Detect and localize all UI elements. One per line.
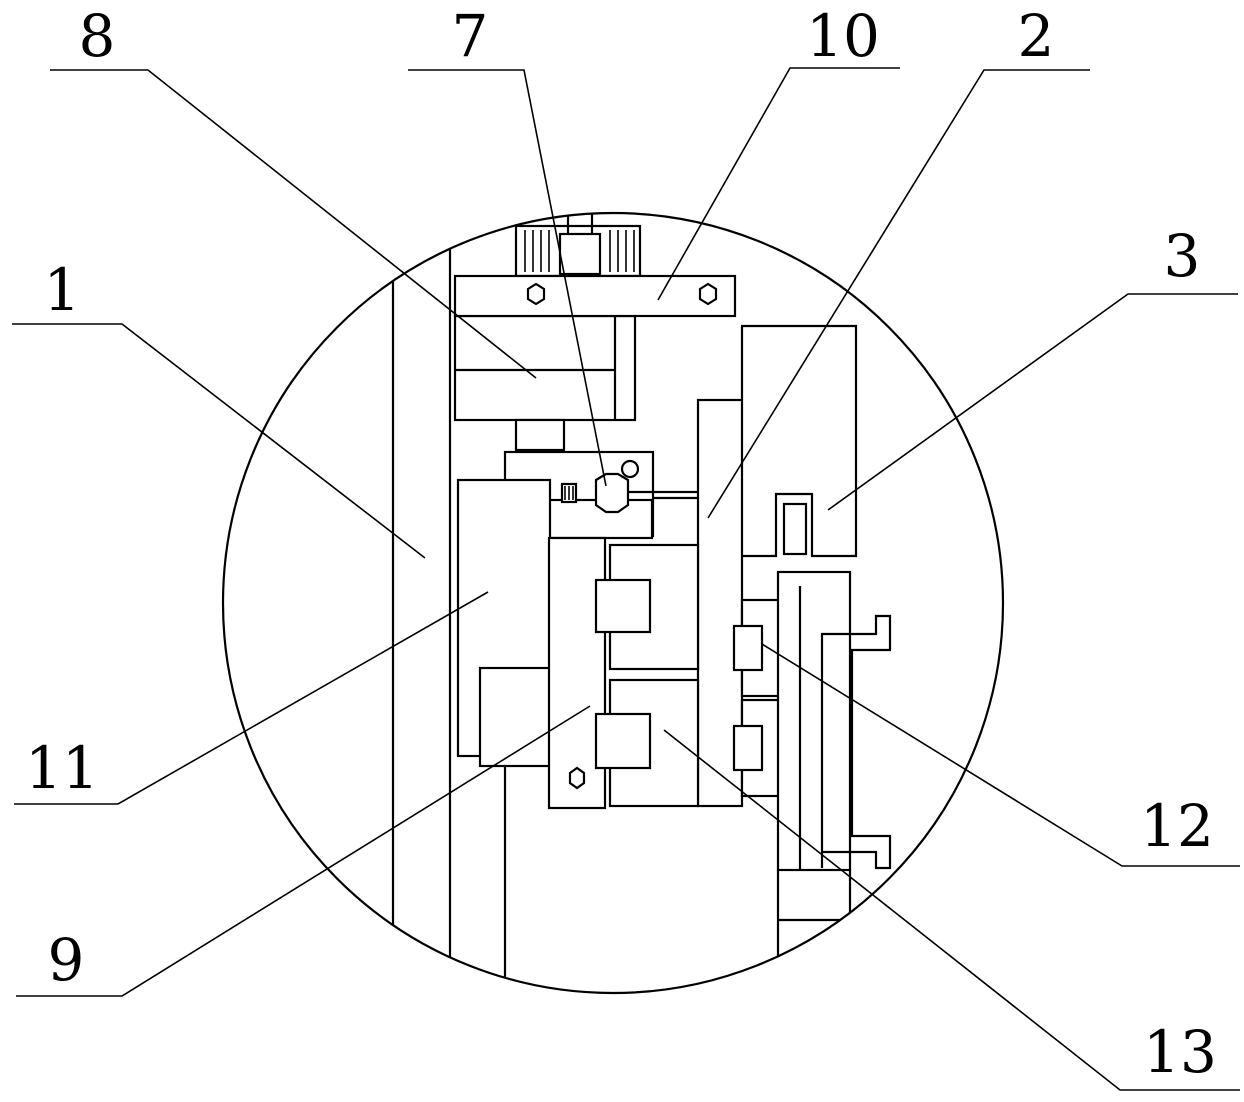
callout-7: 7 xyxy=(452,2,489,70)
callout-1: 1 xyxy=(44,256,81,324)
leader-1 xyxy=(12,323,426,559)
top-motor xyxy=(514,213,642,278)
leader-7 xyxy=(408,69,607,487)
leader-12 xyxy=(761,643,1240,867)
frame-rails xyxy=(391,213,507,993)
leader-2 xyxy=(707,69,1090,519)
leader-10 xyxy=(657,67,900,301)
callout-8: 8 xyxy=(79,2,116,70)
block-8 xyxy=(453,314,637,452)
assembly-3 xyxy=(732,324,892,993)
leader-3 xyxy=(827,293,1238,511)
leader-8 xyxy=(50,69,537,379)
block-11 xyxy=(456,478,552,768)
leader-lines xyxy=(12,67,1240,1091)
column-2 xyxy=(594,398,744,808)
leader-11 xyxy=(14,591,489,805)
detail-mechanism xyxy=(391,213,892,993)
callout-3: 3 xyxy=(1164,222,1201,290)
bar-10 xyxy=(453,274,737,318)
callout-13: 13 xyxy=(1143,1018,1217,1086)
callout-labels: 8 7 10 2 3 1 11 12 9 13 xyxy=(25,2,1217,1086)
callout-10: 10 xyxy=(806,2,880,70)
detail-circle xyxy=(221,211,1005,995)
callout-9: 9 xyxy=(48,926,85,994)
leader-9 xyxy=(16,705,591,997)
callout-11: 11 xyxy=(25,734,99,802)
leader-13 xyxy=(663,729,1240,1091)
callout-2: 2 xyxy=(1018,2,1055,70)
callout-12: 12 xyxy=(1140,792,1214,860)
